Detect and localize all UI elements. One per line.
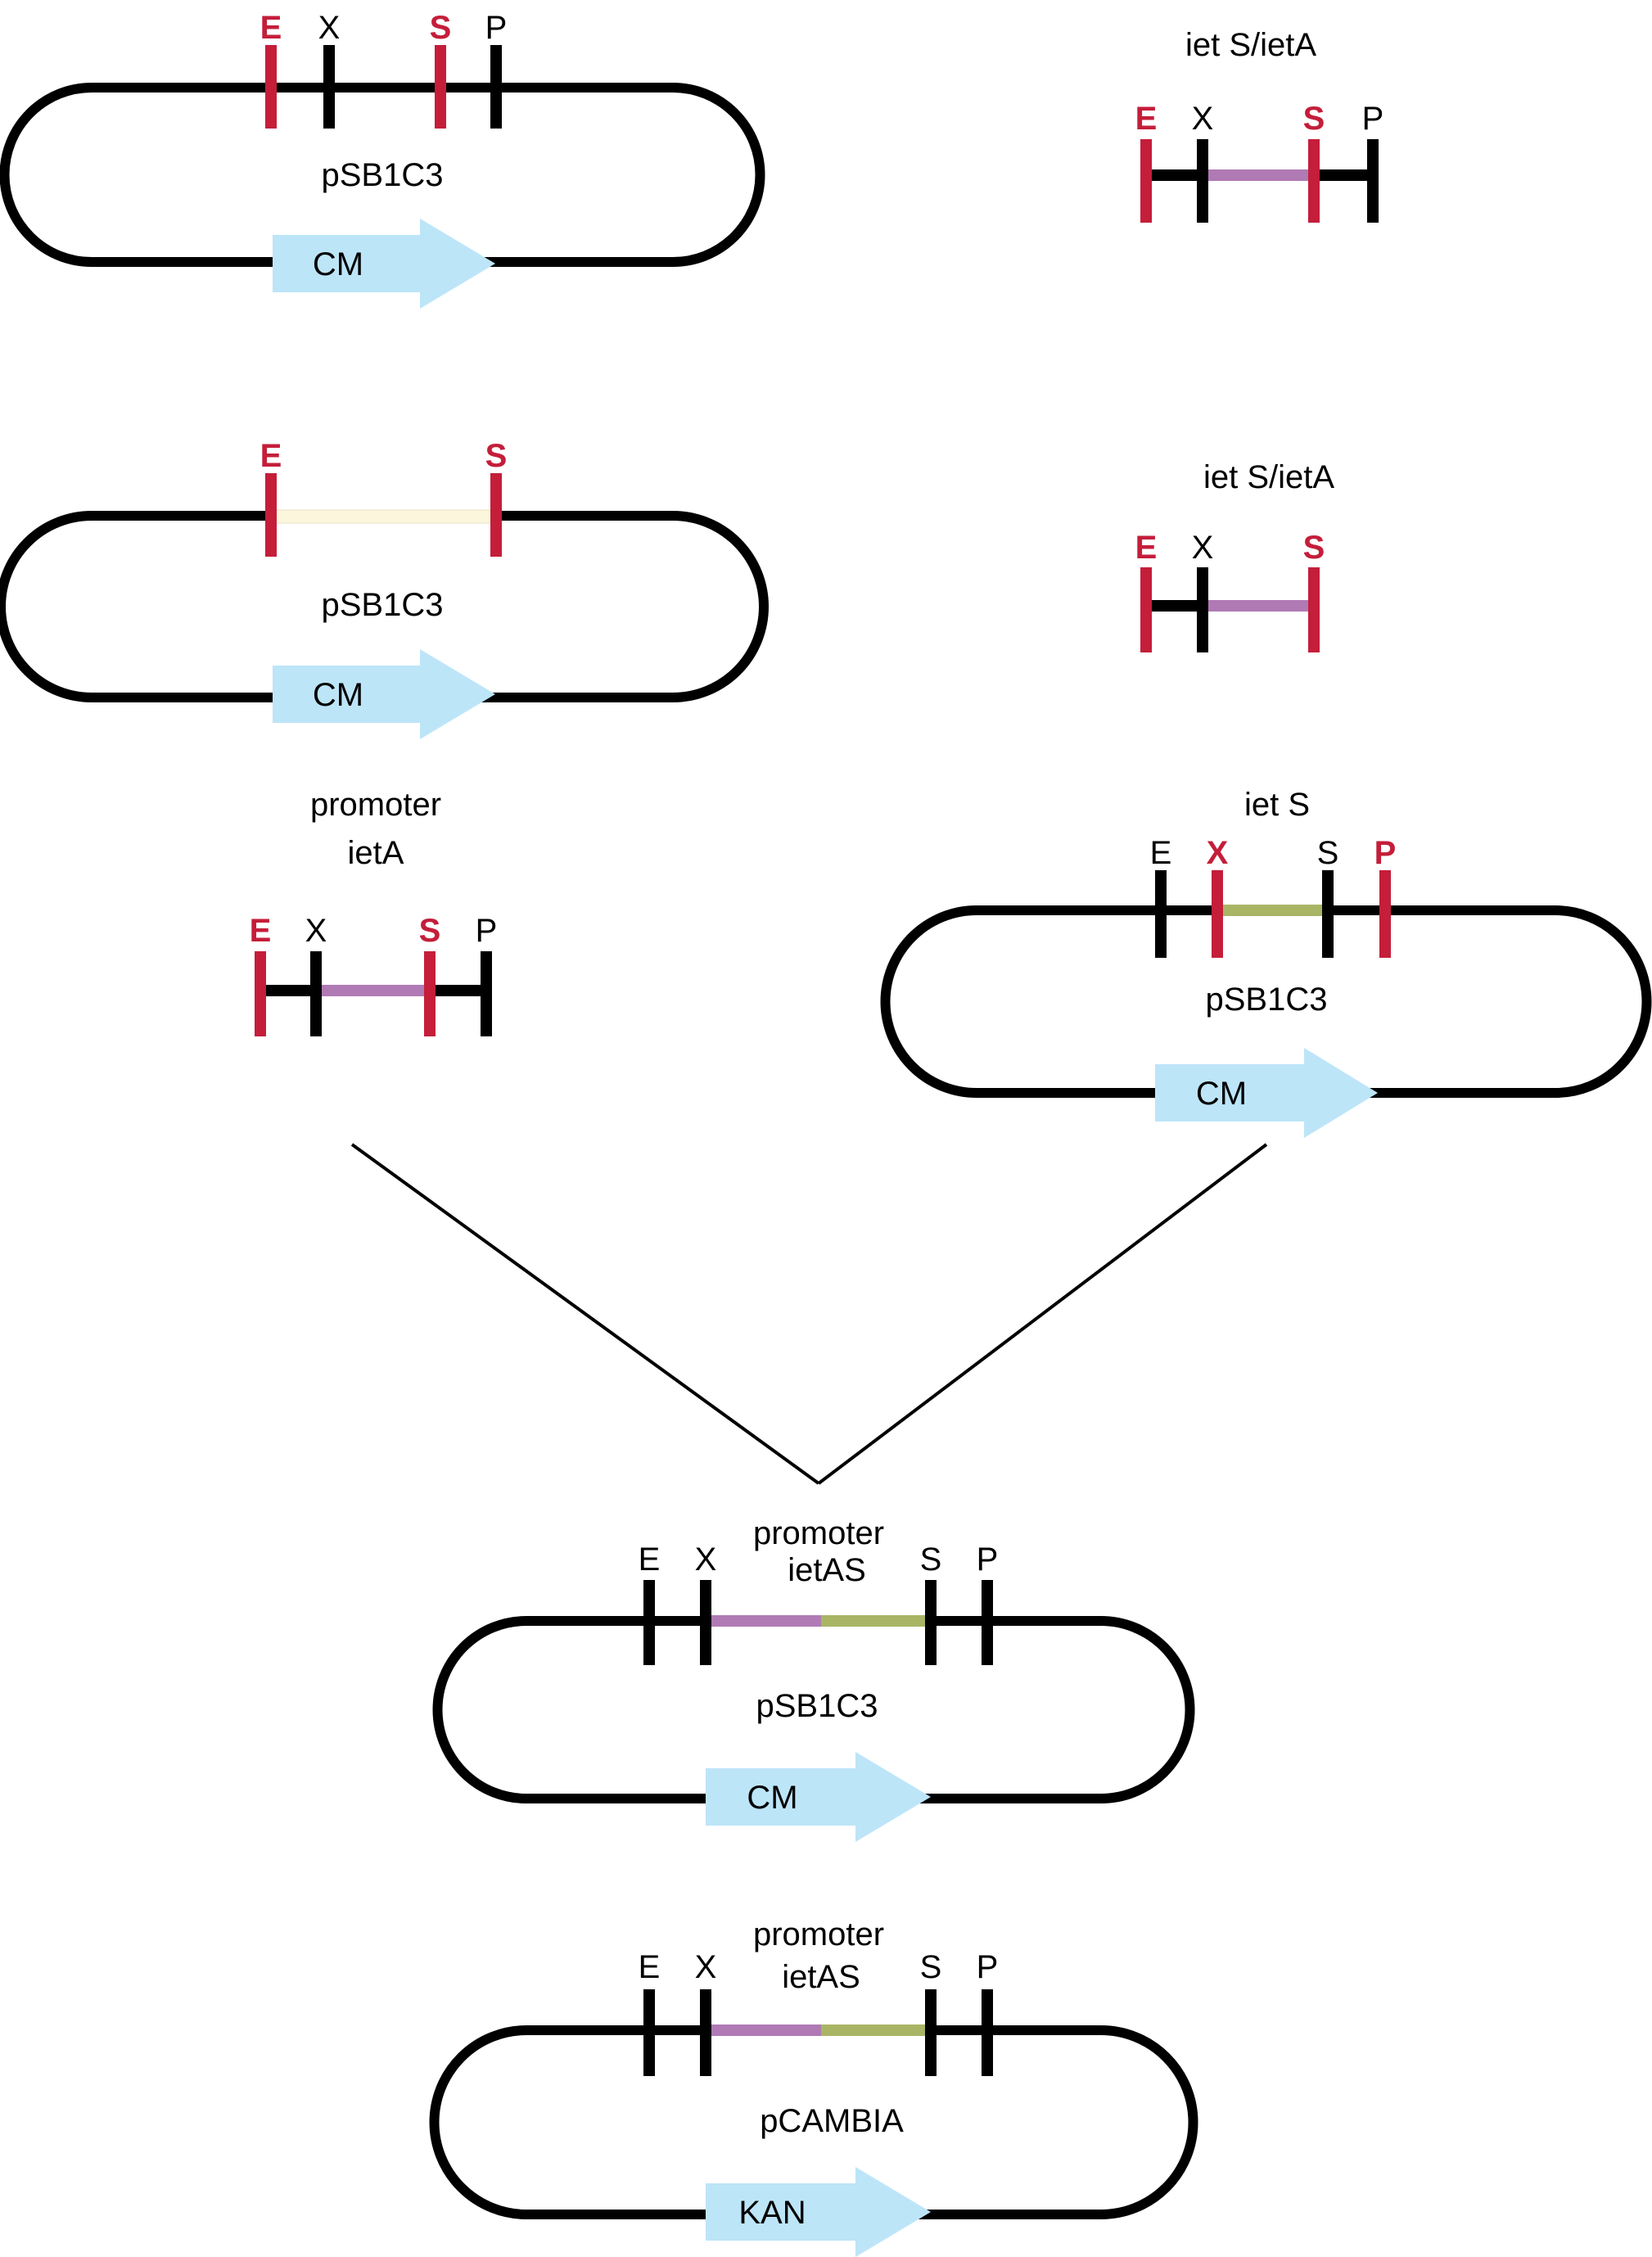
cm-label-cut: CM bbox=[313, 677, 363, 713]
site-s-frag-mid-label: S bbox=[1303, 530, 1325, 566]
site-x-promoter-label: X bbox=[305, 913, 327, 949]
plasmid-top-backbone bbox=[0, 83, 765, 267]
site-p-iets-label: P bbox=[1374, 835, 1397, 871]
cm-label-top: CM bbox=[313, 246, 363, 282]
site-x-top-label: X bbox=[318, 10, 341, 46]
site-s-frag-top-label: S bbox=[1303, 101, 1325, 137]
site-x-frag-mid-label: X bbox=[1192, 530, 1214, 566]
ligation-line-left bbox=[350, 1143, 820, 1485]
cm-arrow-result bbox=[706, 1752, 931, 1842]
plasmid-final-backbone bbox=[429, 2025, 1198, 2219]
site-p-top-label: P bbox=[485, 10, 508, 46]
cm-arrow-top bbox=[273, 219, 495, 309]
site-x-result-label: X bbox=[695, 1542, 717, 1578]
site-e-frag-mid-label: E bbox=[1135, 530, 1158, 566]
site-e-result-label: E bbox=[639, 1542, 661, 1578]
site-s-promoter-label: S bbox=[419, 913, 441, 949]
site-x-final-label: X bbox=[695, 1949, 717, 1985]
plasmid-result-backbone bbox=[432, 1616, 1195, 1803]
fragment-mid-title: iet S/ietA bbox=[1203, 459, 1334, 495]
site-e-cut-label: E bbox=[260, 438, 282, 474]
site-e-promoter-label: E bbox=[250, 913, 272, 949]
site-x-iets-label: X bbox=[1207, 835, 1229, 871]
site-s-result-label: S bbox=[920, 1542, 942, 1578]
site-p-final-label: P bbox=[977, 1949, 999, 1985]
plasmid-result-insert-2: ietAS bbox=[788, 1552, 866, 1588]
plasmid-top-name: pSB1C3 bbox=[322, 157, 444, 193]
site-x-frag-top-label: X bbox=[1192, 101, 1214, 137]
plasmid-final-insert-2: ietAS bbox=[782, 1959, 860, 1995]
empty-insert-gap bbox=[273, 509, 497, 524]
kan-label-final: KAN bbox=[738, 2195, 806, 2231]
site-e-final-label: E bbox=[639, 1949, 661, 1985]
plasmid-final-insert-1: promoter bbox=[753, 1916, 884, 1952]
site-e-iets-label: E bbox=[1150, 835, 1172, 871]
site-s-cut-label: S bbox=[485, 438, 508, 474]
site-e-top-label: E bbox=[260, 10, 282, 46]
plasmid-iets-backbone bbox=[880, 905, 1652, 1098]
plasmid-final-name: pCAMBIA bbox=[760, 2103, 904, 2139]
cm-label-result: CM bbox=[747, 1780, 797, 1816]
site-s-final-label: S bbox=[920, 1949, 942, 1985]
site-p-frag-top-label: P bbox=[1362, 101, 1384, 137]
site-s-iets-label: S bbox=[1317, 835, 1339, 871]
fragment-promoter-title-1: promoter bbox=[310, 787, 441, 823]
site-s-top-label: S bbox=[430, 10, 452, 46]
site-p-result-label: P bbox=[977, 1542, 999, 1578]
site-e-frag-top-label: E bbox=[1135, 101, 1158, 137]
plasmid-cut-backbone-outline bbox=[0, 511, 769, 702]
ligation-lines bbox=[350, 1143, 1268, 1485]
fragment-promoter-title-2: ietA bbox=[348, 835, 404, 871]
plasmid-result-insert-1: promoter bbox=[753, 1515, 884, 1551]
plasmid-iets-name: pSB1C3 bbox=[1206, 982, 1328, 1018]
plasmid-iets-title: iet S bbox=[1244, 787, 1310, 823]
cm-arrow-cut bbox=[273, 649, 495, 739]
ligation-line-right bbox=[817, 1143, 1268, 1485]
fragment-top-title: iet S/ietA bbox=[1185, 27, 1316, 63]
plasmid-result-name: pSB1C3 bbox=[756, 1688, 878, 1724]
plasmid-cut-name: pSB1C3 bbox=[322, 587, 444, 623]
site-p-promoter-label: P bbox=[476, 913, 498, 949]
cm-label-iets: CM bbox=[1196, 1076, 1247, 1112]
cm-arrow-iets bbox=[1155, 1048, 1378, 1138]
kan-arrow-final bbox=[706, 2167, 931, 2257]
